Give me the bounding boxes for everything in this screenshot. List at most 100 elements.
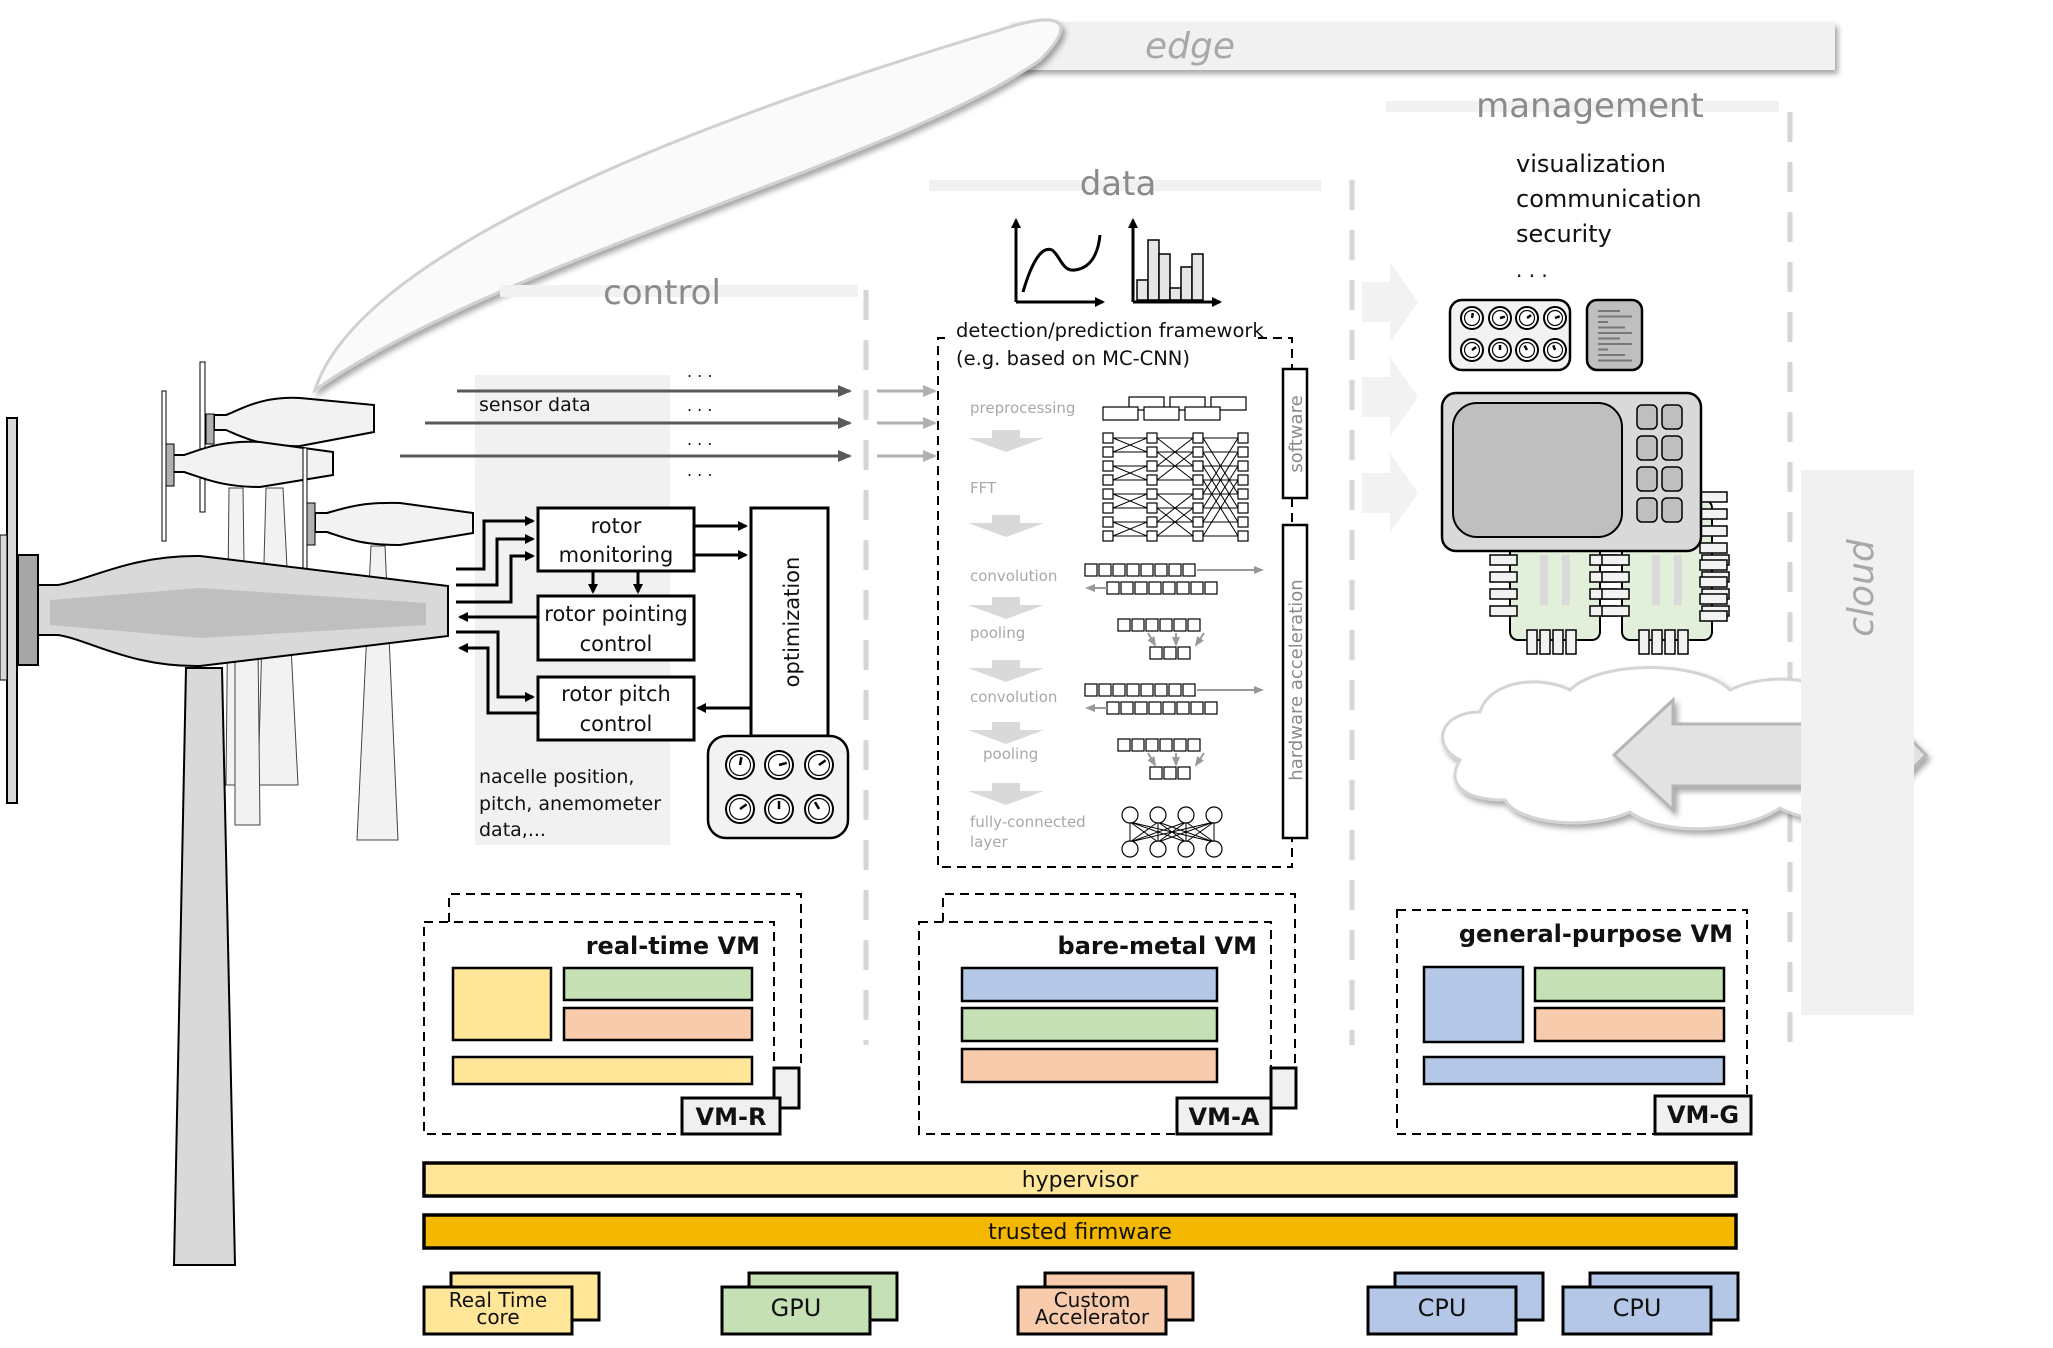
pool-cell	[1163, 766, 1177, 780]
step-convolution-1: convolution	[970, 567, 1057, 585]
cloud-section: cloud	[1801, 470, 1914, 1015]
framework-box	[937, 337, 1293, 868]
data-label: data	[1080, 164, 1157, 204]
fft-node	[1102, 460, 1114, 472]
management-section: management visualization communication s…	[1362, 86, 1929, 831]
vm-block	[960, 1006, 1219, 1043]
fft-node	[1146, 488, 1158, 500]
fft-node	[1237, 432, 1249, 444]
software-label: software	[1286, 395, 1307, 472]
software-bar	[1281, 367, 1309, 500]
conv-cell	[1162, 581, 1176, 595]
hardware-label: GPU	[771, 1294, 822, 1322]
gauge-needle	[738, 756, 743, 766]
rotor-pointing-control-block[interactable]	[536, 594, 696, 662]
fft-node	[1237, 488, 1249, 500]
hardware-label: core	[476, 1305, 519, 1329]
fc-node	[1149, 840, 1167, 858]
edge-device-icon	[1440, 391, 1703, 553]
fft-node	[1237, 460, 1249, 472]
management-item-security: security	[1516, 220, 1612, 248]
hardware-front-card	[1561, 1285, 1713, 1336]
gauge-needle	[1552, 344, 1557, 351]
conv-cell	[1126, 563, 1140, 577]
step-pooling-2: pooling	[983, 745, 1038, 763]
flow-chevrons	[1362, 262, 1418, 533]
vm-block	[1533, 966, 1726, 1003]
vm-frame	[1396, 909, 1748, 1135]
gauge-needle	[1499, 315, 1506, 320]
management-item-communication: communication	[1516, 185, 1702, 213]
nacelle-note-3: data,...	[479, 819, 546, 841]
hardware-acceleration-label: hardware acceleration	[1286, 579, 1307, 780]
pipeline-down-arrow	[968, 515, 1044, 537]
fc-node	[1121, 840, 1139, 858]
fft-node	[1237, 502, 1249, 514]
vm-frame	[918, 921, 1272, 1135]
rotor-monitoring-block[interactable]	[536, 506, 696, 573]
vm-block	[562, 966, 754, 1002]
fft-node	[1102, 474, 1114, 486]
gauge-needle	[818, 759, 827, 767]
vm-tag-label: VM-G	[1667, 1101, 1739, 1129]
histogram-bar	[1180, 266, 1193, 301]
gauge-needle	[1526, 314, 1532, 320]
ellipsis-1: . . .	[687, 362, 712, 381]
vm-tag-box	[680, 1096, 782, 1136]
fc-node	[1121, 806, 1139, 824]
fft-node	[1146, 460, 1158, 472]
management-item-more: . . .	[1516, 258, 1548, 282]
nacelle-note-2: pitch, anemometer	[479, 793, 661, 815]
vm-tag-label: VM-A	[1189, 1103, 1260, 1131]
ellipsis-4: . . .	[687, 461, 712, 480]
conv-cell	[1148, 581, 1162, 595]
histogram-bar	[1147, 239, 1160, 301]
conv-cell	[1162, 701, 1176, 715]
vm-tag-label: VM-R	[696, 1103, 767, 1131]
conv-cell	[1176, 581, 1190, 595]
rotor-pitch-control-block[interactable]	[536, 675, 696, 742]
management-item-visualization: visualization	[1516, 150, 1666, 178]
pool-cell	[1163, 646, 1177, 660]
rotor-monitoring-label-1: rotor	[591, 514, 642, 538]
conv-cell	[1134, 701, 1148, 715]
fft-node	[1237, 516, 1249, 528]
vm-tag-box	[1653, 1094, 1753, 1136]
fc-node	[1177, 840, 1195, 858]
device-key	[1636, 435, 1658, 461]
fft-node	[1102, 432, 1114, 444]
hardware-front-card	[1016, 1285, 1168, 1336]
conv-cell	[1106, 701, 1120, 715]
step-preprocessing: preprocessing	[970, 399, 1075, 417]
pipeline-down-arrow	[968, 597, 1044, 619]
hypervisor-label: hypervisor	[1022, 1168, 1140, 1193]
sensor-data-arrows: sensor data . . . . . . . . . . . .	[400, 362, 937, 480]
conv-cell	[1106, 581, 1120, 595]
pipeline-down-arrow	[968, 783, 1044, 805]
rotor-pointing-label-1: rotor pointing	[544, 602, 687, 626]
hardware-label: Custom	[1054, 1288, 1131, 1312]
pool-cell	[1131, 618, 1145, 632]
pool-cell	[1177, 766, 1191, 780]
optimization-block[interactable]	[749, 506, 830, 738]
histogram-bar	[1136, 279, 1149, 301]
cloud-label: cloud	[1841, 538, 1882, 637]
pool-cell	[1159, 738, 1173, 752]
gauge-needle	[1470, 312, 1475, 319]
management-label: management	[1476, 86, 1704, 126]
pool-cell	[1173, 738, 1187, 752]
pool-cell	[1145, 738, 1159, 752]
fft-node	[1102, 530, 1114, 542]
vm-block	[562, 1006, 754, 1042]
fft-node	[1146, 502, 1158, 514]
fft-node	[1192, 460, 1204, 472]
conv-cell	[1140, 683, 1154, 697]
gauge-needle	[1554, 315, 1561, 320]
edge-label: edge	[1145, 26, 1235, 67]
fft-node	[1237, 474, 1249, 486]
histogram-bar	[1158, 253, 1171, 301]
fft-node	[1102, 488, 1114, 500]
pipeline-down-arrow	[968, 722, 1044, 744]
preprocessing-block	[1184, 406, 1221, 421]
